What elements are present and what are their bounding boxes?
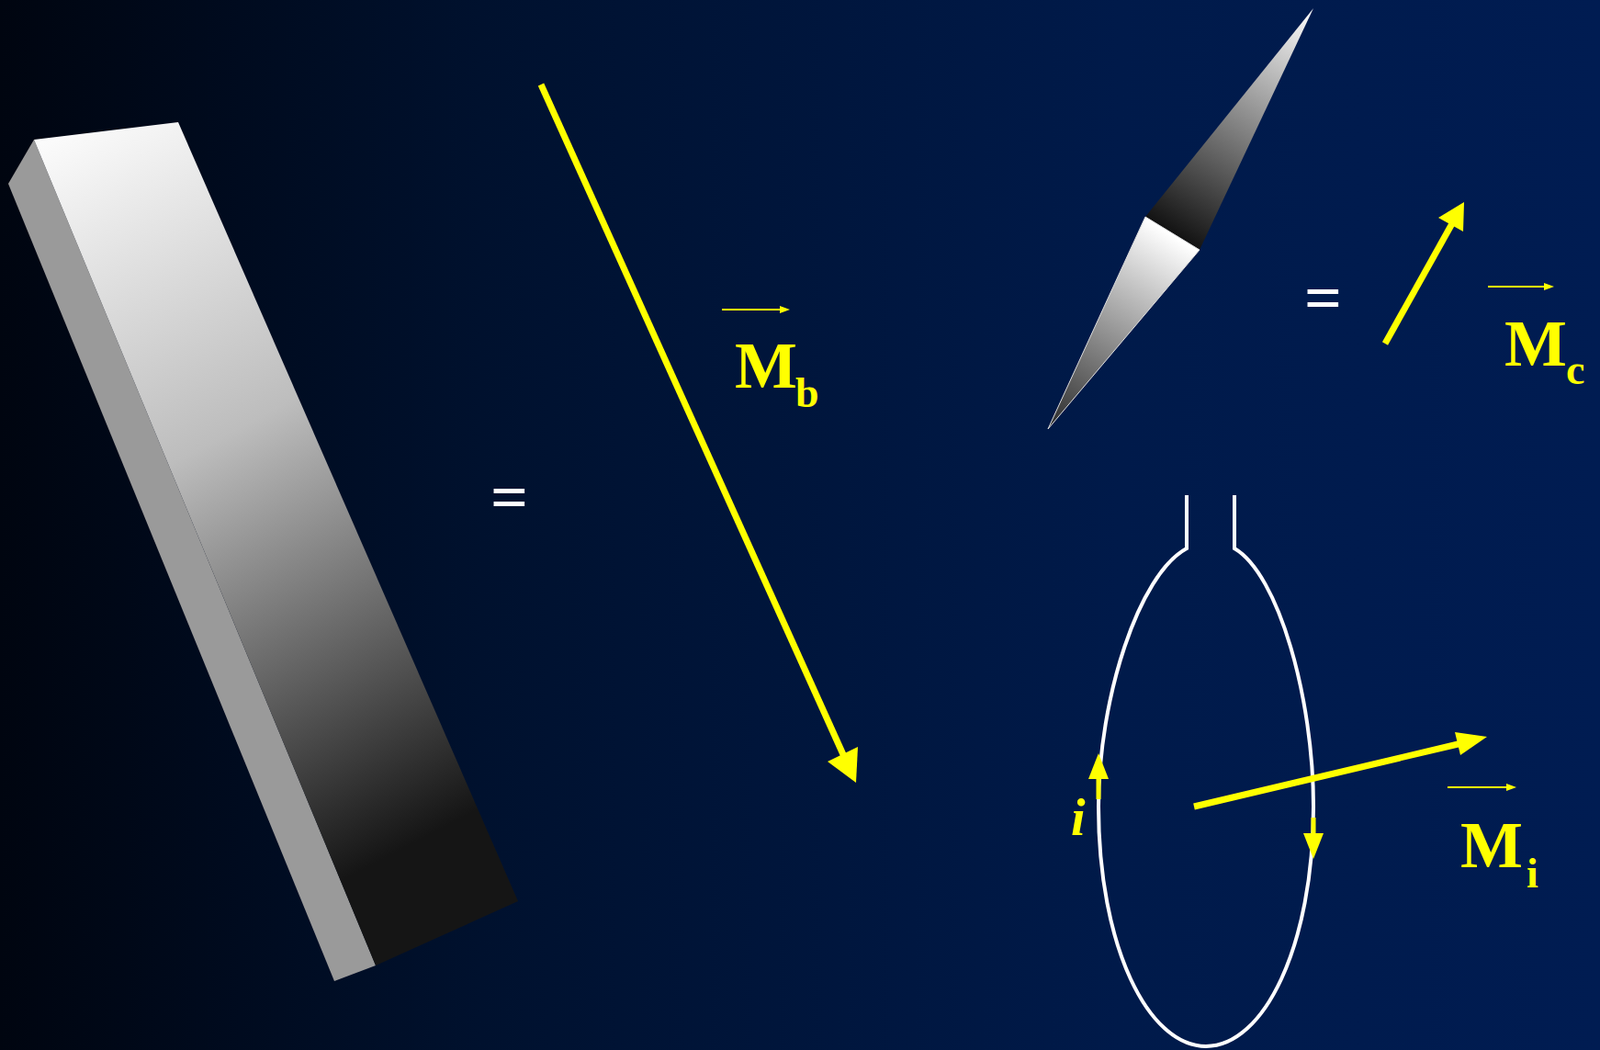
vector-mb [540, 84, 858, 783]
equals-sign: = [1304, 264, 1342, 331]
equals-sign: = [490, 463, 529, 530]
current-loop [1098, 495, 1314, 1047]
vector-subscript: b [795, 371, 820, 415]
vector-mi [1194, 732, 1517, 807]
vector-symbol: M [734, 332, 798, 399]
compass-needle-north [1145, 8, 1314, 250]
vector-symbol: M [1504, 310, 1567, 377]
bar-magnet-face [33, 122, 519, 966]
current-symbol: i [1070, 791, 1086, 844]
vector-subscript: c [1566, 349, 1585, 392]
vector-subscript: i [1526, 852, 1539, 895]
compass-needle-south [1047, 216, 1200, 429]
vector-symbol: M [1460, 811, 1523, 879]
